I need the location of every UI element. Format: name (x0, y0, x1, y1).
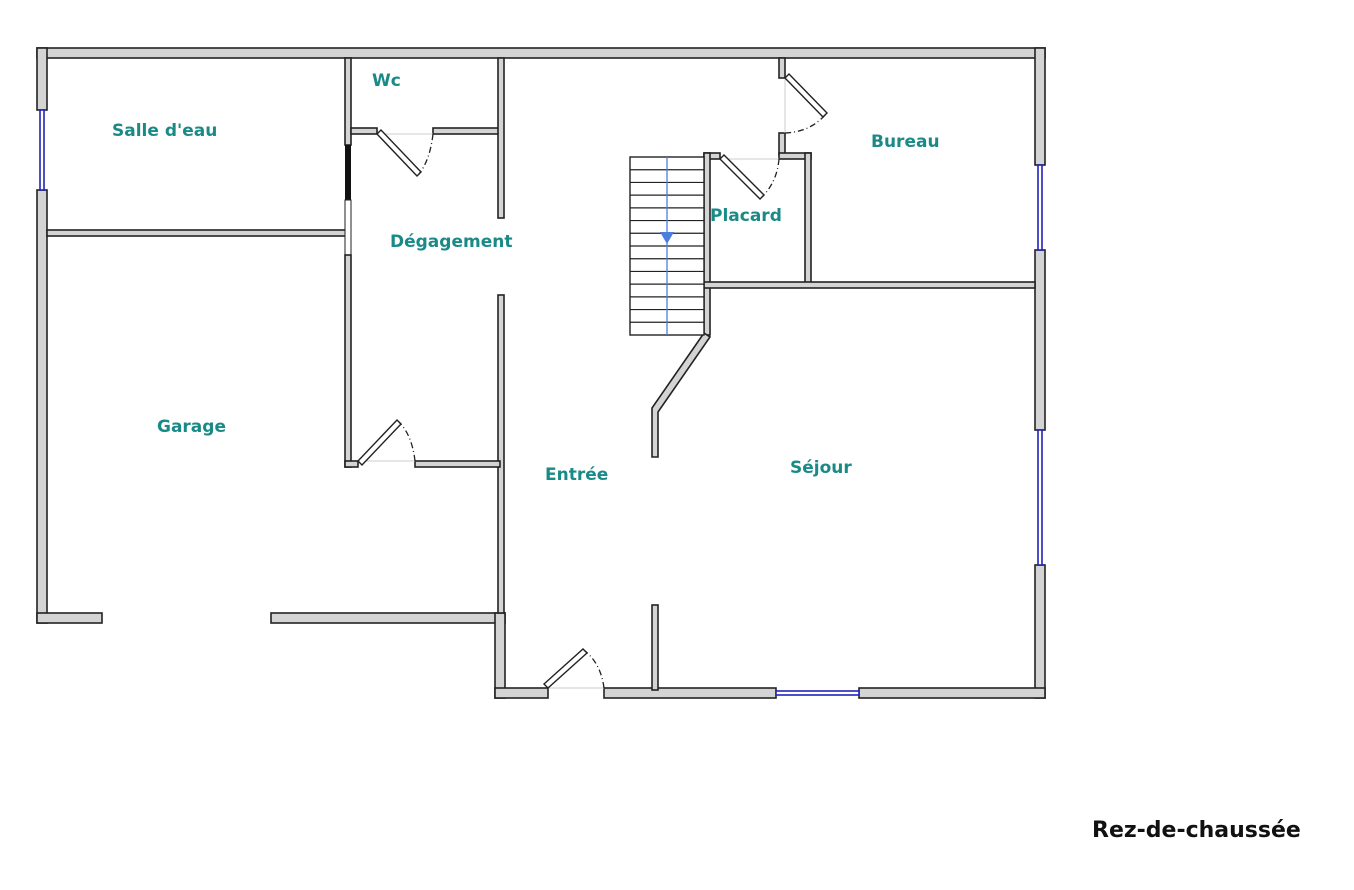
room-label-wc: Wc (372, 71, 401, 91)
stair-direction-arrow-icon (660, 232, 674, 244)
doors (357, 73, 828, 689)
room-label-salle-d-eau: Salle d'eau (112, 121, 218, 141)
stairs (629, 156, 705, 336)
room-label-bureau: Bureau (871, 132, 940, 152)
room-label-garage: Garage (157, 417, 226, 437)
room-label-placard: Placard (710, 206, 782, 226)
room-label-degagement: Dégagement (390, 232, 513, 252)
windows (39, 109, 1043, 696)
outer-walls (36, 47, 1046, 699)
room-label-entree: Entrée (545, 465, 609, 485)
interior-walls (46, 57, 1036, 691)
room-label-sejour: Séjour (790, 458, 852, 478)
floor-title: Rez-de-chaussée (1092, 818, 1301, 843)
